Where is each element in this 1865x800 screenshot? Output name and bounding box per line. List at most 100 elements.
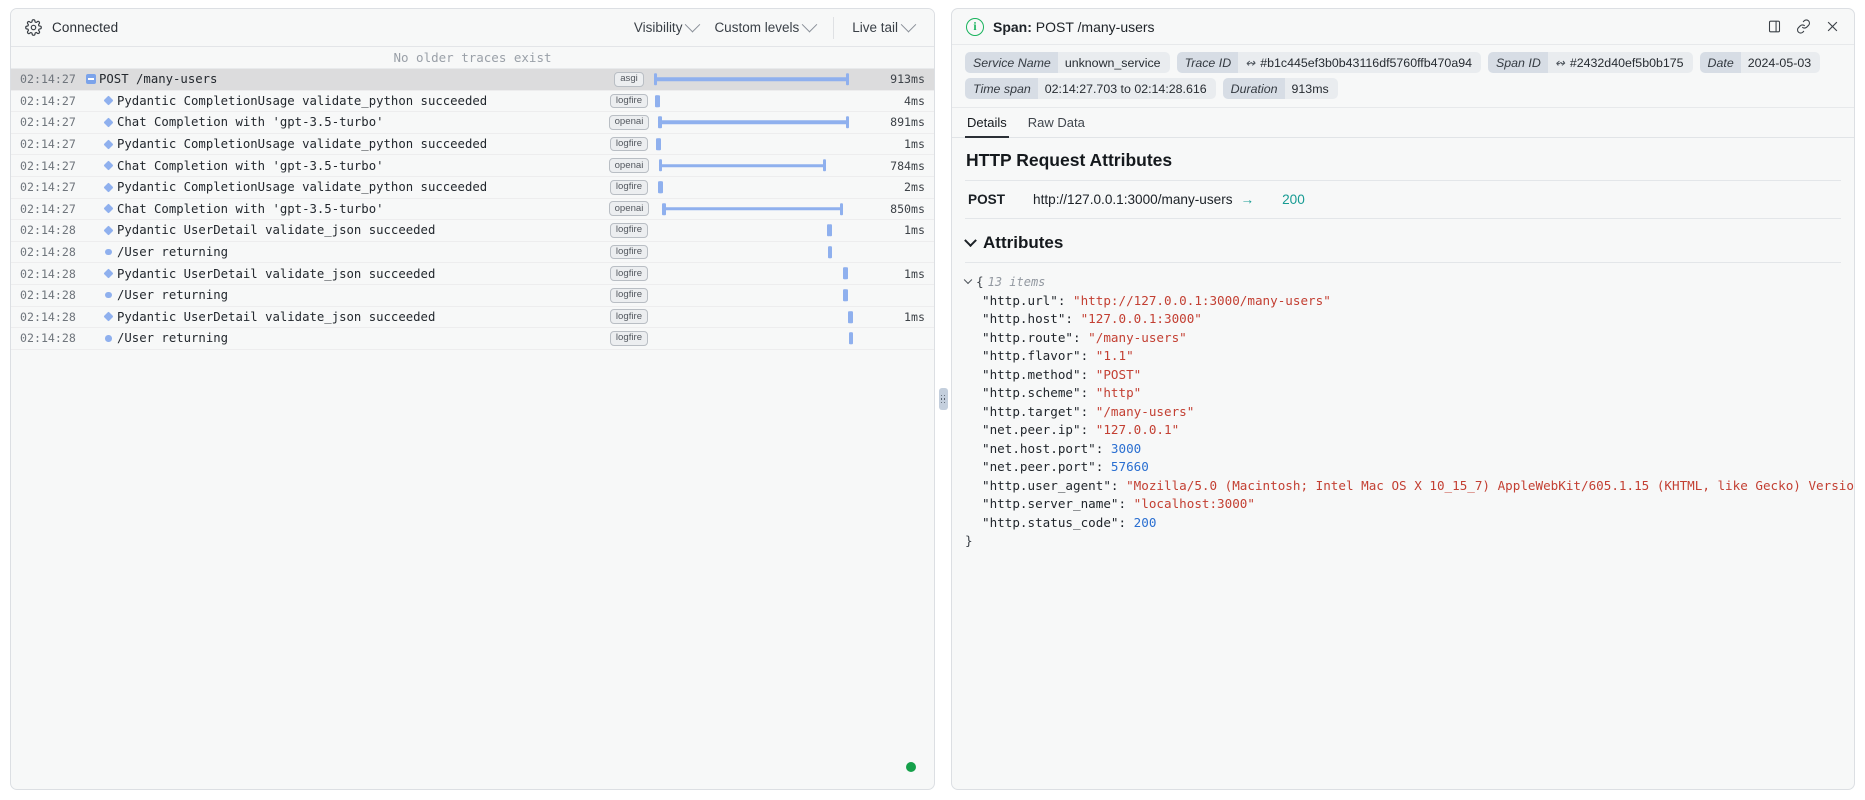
trace-row-badge[interactable]: logfire — [609, 93, 649, 109]
trace-row-badge-cell: logfire — [607, 179, 651, 195]
span-metadata: Service Name unknown_service Trace ID ↭ … — [952, 45, 1854, 108]
trace-row-duration-bar — [656, 137, 661, 152]
tab-details[interactable]: Details — [965, 108, 1009, 138]
trace-row-badge-cell: logfire — [607, 244, 651, 260]
trace-row-gantt — [653, 69, 862, 90]
trace-row-label: Chat Completion with 'gpt-3.5-turbo' — [117, 201, 384, 216]
json-colon: : — [1118, 514, 1134, 530]
toolbar-divider — [833, 16, 835, 39]
trace-row-badge[interactable]: openai — [608, 115, 650, 130]
json-entry: "net.peer.port": 57660 — [965, 458, 1841, 477]
trace-row[interactable]: 02:14:27 Pydantic CompletionUsage validat… — [11, 134, 934, 156]
trace-row-timestamp: 02:14:27 — [20, 72, 76, 87]
chip-span-id[interactable]: Span ID ↭ #2432d40ef5b0b175 — [1488, 52, 1693, 73]
trace-row-label: Chat Completion with 'gpt-3.5-turbo' — [117, 158, 384, 173]
json-root-toggle[interactable]: { 13 items — [963, 273, 1841, 292]
copy-link-icon[interactable] — [1796, 19, 1811, 34]
live-status-dot — [906, 762, 916, 772]
trace-row-badge[interactable]: logfire — [609, 287, 649, 303]
chevron-down-icon[interactable] — [964, 233, 977, 247]
chip-trace-id[interactable]: Trace ID ↭ #b1c445ef3b0b43116df5760ffb47… — [1176, 52, 1481, 73]
chip-span-id-value[interactable]: ↭ #2432d40ef5b0b175 — [1547, 52, 1693, 73]
trace-row-duration-bar — [843, 267, 848, 281]
trace-row-badge[interactable]: logfire — [609, 266, 649, 282]
circle-marker-icon — [100, 335, 117, 342]
trace-toolbar: Connected Visibility Custom levels Live … — [11, 9, 934, 47]
trace-row-badge[interactable]: logfire — [609, 223, 649, 238]
attributes-title: Attributes — [983, 233, 1064, 252]
chip-time-span-value: 02:14:27.703 to 02:14:28.616 — [1037, 78, 1216, 99]
gear-icon[interactable] — [25, 19, 42, 36]
live-tail-dropdown[interactable]: Live tail — [844, 16, 922, 39]
json-entry-value: "1.1" — [1095, 348, 1134, 363]
json-entry-value: "127.0.0.1" — [1095, 422, 1180, 437]
trace-row-badge[interactable]: openai — [608, 201, 650, 217]
json-entry-value: "localhost:3000" — [1133, 496, 1255, 511]
trace-row-badge[interactable]: logfire — [609, 244, 649, 260]
custom-levels-dropdown[interactable]: Custom levels — [706, 16, 823, 39]
trace-row-label: Pydantic UserDetail validate_json succee… — [117, 223, 436, 238]
trace-row-label: POST /many-users — [99, 72, 218, 87]
trace-row-badge[interactable]: openai — [608, 158, 650, 174]
panel-resize-divider[interactable] — [935, 8, 951, 790]
trace-row-duration-bar — [843, 288, 848, 303]
tab-raw-data[interactable]: Raw Data — [1027, 114, 1085, 130]
trace-row-duration-bar — [827, 245, 833, 260]
trace-row-gantt — [653, 155, 862, 176]
toggle-panel-icon[interactable] — [1767, 19, 1782, 34]
detail-body: HTTP Request Attributes POST http://127.… — [952, 138, 1854, 789]
trace-row-badge[interactable]: logfire — [609, 309, 649, 325]
trace-row-badge-cell: logfire — [607, 266, 651, 282]
resize-handle-icon[interactable] — [938, 388, 948, 410]
http-method: POST — [968, 192, 1006, 207]
trace-row-timestamp: 02:14:27 — [20, 93, 76, 108]
trace-list-panel: Connected Visibility Custom levels Live … — [10, 8, 935, 790]
json-entry-key: "http.flavor" — [982, 348, 1081, 363]
chip-duration-key: Duration — [1222, 78, 1285, 99]
trace-row-timestamp: 02:14:27 — [20, 115, 76, 130]
chevron-down-icon[interactable] — [963, 275, 973, 285]
chip-trace-id-value[interactable]: ↭ #b1c445ef3b0b43116df5760ffb470a94 — [1238, 52, 1481, 73]
json-entry: "http.status_code": 200 — [965, 514, 1841, 533]
json-entries: "http.url": "http://127.0.0.1:3000/many-… — [965, 292, 1854, 533]
trace-row-badge-cell: openai — [607, 115, 651, 130]
attributes-section-header[interactable]: Attributes — [964, 219, 1841, 263]
trace-row-badge-cell: logfire — [607, 136, 651, 152]
detail-tabs[interactable]: Details Raw Data — [952, 108, 1854, 138]
visibility-dropdown[interactable]: Visibility — [626, 16, 707, 39]
trace-row-badge[interactable]: logfire — [609, 331, 649, 346]
handle-dots-right — [943, 394, 946, 404]
chevron-down-icon — [801, 16, 818, 33]
chip-date: Date 2024-05-03 — [1699, 52, 1821, 73]
trace-row-badge[interactable]: logfire — [609, 179, 649, 195]
trace-row-badge[interactable]: logfire — [609, 136, 649, 152]
trace-row-badge[interactable]: asgi — [614, 71, 644, 87]
json-entry: "net.peer.ip": "127.0.0.1" — [965, 421, 1841, 440]
trace-row-timestamp: 02:14:27 — [20, 137, 76, 152]
trace-row-badge-cell: logfire — [607, 287, 651, 303]
json-close-brace: } — [965, 533, 973, 548]
chip-time-span-key: Time span — [965, 78, 1038, 99]
json-entry-key: "http.method" — [982, 366, 1081, 382]
json-entry: "http.target": "/many-users" — [965, 403, 1841, 422]
trace-row-collapse-toggle[interactable] — [83, 74, 99, 85]
http-url[interactable]: http://127.0.0.1:3000/many-users — [1033, 192, 1233, 207]
close-icon[interactable] — [1825, 19, 1840, 34]
json-entry-value: "http" — [1095, 385, 1142, 400]
trace-row-label: Pydantic CompletionUsage validate_python… — [117, 137, 488, 152]
metadata-row-1: Service Name unknown_service Trace ID ↭ … — [965, 52, 1841, 73]
span-details-panel: i Span: POST /many-users — [951, 8, 1855, 790]
